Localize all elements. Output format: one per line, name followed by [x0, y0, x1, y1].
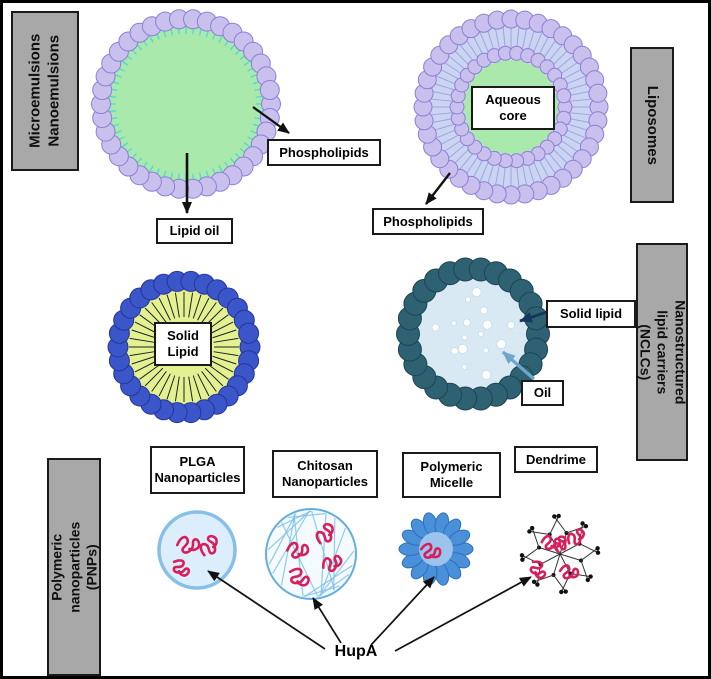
- microemulsion-particle: [91, 9, 281, 199]
- callout-oil: Oil: [521, 380, 564, 406]
- microemulsion-arrows: [182, 106, 290, 214]
- callout-phospholipids-liposome: Phospholipids: [372, 208, 484, 235]
- liposome-arrow: [425, 172, 451, 205]
- plga-particle: [157, 510, 237, 590]
- callout-lipid-oil: Lipid oil: [156, 218, 233, 244]
- nlc-particle: [396, 257, 550, 411]
- callout-solid-lipid-nlc: Solid lipid: [546, 300, 636, 328]
- callout-plga: PLGA Nanoparticles: [150, 446, 245, 494]
- section-panel-nclcs: Nanostructured lipid carriers (NCLCs): [636, 243, 688, 461]
- section-label-nclcs: Nanostructured lipid carriers (NCLCs): [637, 299, 689, 405]
- micelle-particle: [398, 512, 474, 586]
- callout-aqueous-core: Aqueous core: [471, 86, 555, 130]
- nlc-arrows: [501, 310, 548, 381]
- chitosan-particle: [265, 508, 357, 600]
- solid-lipid-particle: [107, 270, 261, 424]
- diagram-art: [91, 9, 609, 652]
- section-label-pnps: Polymeric nanoparticles (PNPs): [47, 521, 99, 613]
- section-panel-liposomes: Liposomes: [630, 47, 674, 203]
- section-label-microemulsions: Microemulsions Nanoemulsions: [26, 33, 63, 149]
- callout-solid-lipid-core: Solid Lipid: [154, 322, 212, 366]
- callout-chitosan: Chitosan Nanoparticles: [272, 450, 378, 498]
- section-label-liposomes: Liposomes: [644, 85, 662, 165]
- callout-dendrime: Dendrime: [514, 446, 598, 473]
- dendrimer-particle: [519, 513, 601, 595]
- callout-phospholipids-micro: Phospholipids: [267, 139, 381, 166]
- section-panel-microemulsions: Microemulsions Nanoemulsions: [11, 11, 79, 171]
- callout-polymeric-micelle: Polymeric Micelle: [402, 452, 501, 498]
- hupa-label: HupA: [334, 643, 378, 660]
- hupa-arrows: [207, 570, 532, 652]
- section-panel-pnps: Polymeric nanoparticles (PNPs): [47, 458, 101, 676]
